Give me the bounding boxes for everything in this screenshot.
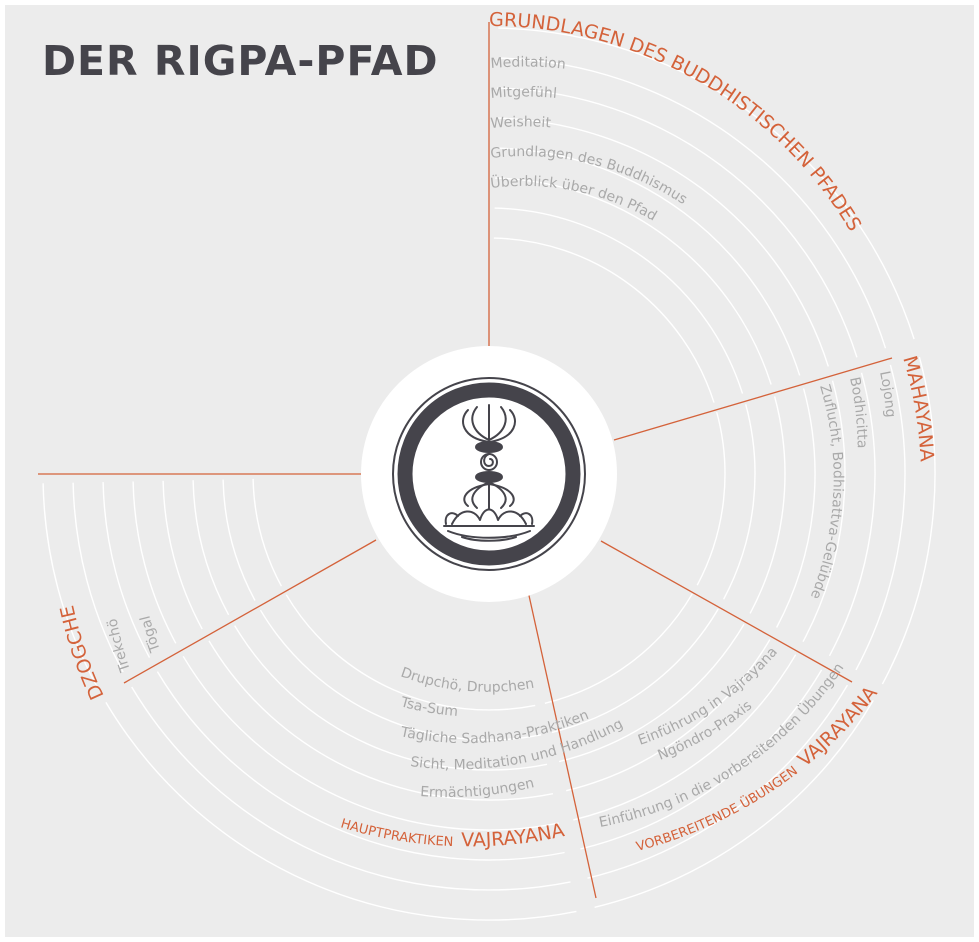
ring-arc — [156, 671, 565, 861]
item-lojong: Lojong — [876, 370, 898, 419]
ring-arc — [881, 356, 936, 685]
ring-arc — [580, 669, 823, 850]
ring-arc — [162, 480, 203, 630]
section-dividers — [38, 22, 893, 899]
ring-arc — [493, 237, 715, 403]
ring-arc — [208, 640, 554, 801]
item-ermaechtigungen: Ermächtigungen — [420, 775, 536, 801]
items-vajrayana-vorbereitend: Einführung in die vorbereitenden Übungen… — [598, 644, 848, 831]
divider-mahayana — [613, 357, 893, 441]
ring-arc — [222, 479, 256, 601]
ring-arc — [587, 684, 849, 879]
ring-arc — [42, 483, 98, 687]
items-mahayana: Lojong Bodhicitta Zuflucht, Bodhisattva-… — [807, 370, 899, 601]
ring-arc — [132, 481, 177, 644]
ring-arc — [775, 388, 816, 628]
items-vajrayana-haupt: Ermächtigungen Sicht, Meditation und Han… — [398, 665, 626, 801]
ring-arc — [749, 396, 786, 614]
ring-arc — [252, 478, 283, 587]
ring-arc — [234, 625, 548, 771]
vajra-on-lotus-icon — [443, 404, 535, 542]
ring-arc — [696, 411, 726, 586]
ring-arc — [566, 639, 771, 792]
ring-arc — [855, 364, 906, 671]
item-weisheit: Weisheit — [490, 114, 552, 132]
item-bodhicitta: Bodhicitta — [846, 376, 870, 449]
ring-arc — [102, 482, 151, 658]
ring-arc — [496, 117, 829, 367]
ring-arc — [105, 702, 577, 921]
divider-vajrayana-haupt — [525, 581, 597, 899]
ring-arc — [259, 609, 542, 741]
item-meditation: Meditation — [490, 55, 566, 73]
ring-arc — [551, 608, 719, 734]
items-grundlagen: Meditation Mitgefühl Weisheit Grundlagen… — [489, 55, 690, 225]
ring-arc — [285, 594, 536, 711]
ring-arc — [558, 623, 745, 763]
ring-arc — [495, 147, 801, 376]
page-title: DER RIGPA-PFAD — [42, 37, 439, 85]
ring-arc — [498, 27, 915, 340]
ring-arc — [131, 686, 571, 891]
center-emblem — [361, 346, 617, 602]
divider-dzogchen — [123, 539, 377, 684]
ring-arc — [495, 177, 772, 385]
ring-arc — [802, 380, 846, 643]
ring-arc — [72, 482, 124, 673]
ring-arc — [497, 87, 858, 358]
ring-arc — [594, 700, 874, 908]
item-toegal: Tögal — [138, 614, 165, 655]
ring-arc — [182, 655, 559, 831]
emblem-dark-ring — [397, 382, 581, 566]
divider-vajrayana-vorbereitend — [600, 540, 853, 683]
ring-arc — [828, 372, 876, 657]
ring-arc — [573, 654, 797, 821]
item-mitgefuehl: Mitgefühl — [490, 84, 558, 102]
ring-arc — [192, 480, 230, 616]
item-trekchoe: Trekchö — [105, 617, 135, 675]
item-tsa-sum: Tsa-Sum — [398, 694, 459, 720]
ring-arc — [722, 404, 756, 600]
ring-arc — [497, 57, 887, 349]
emblem-outer-ring — [392, 377, 586, 571]
ring-arc — [544, 593, 693, 704]
item-drupchoe-drupchen: Drupchö, Drupchen — [399, 665, 536, 696]
concentric-rings — [42, 27, 936, 921]
ring-arc — [494, 207, 744, 394]
